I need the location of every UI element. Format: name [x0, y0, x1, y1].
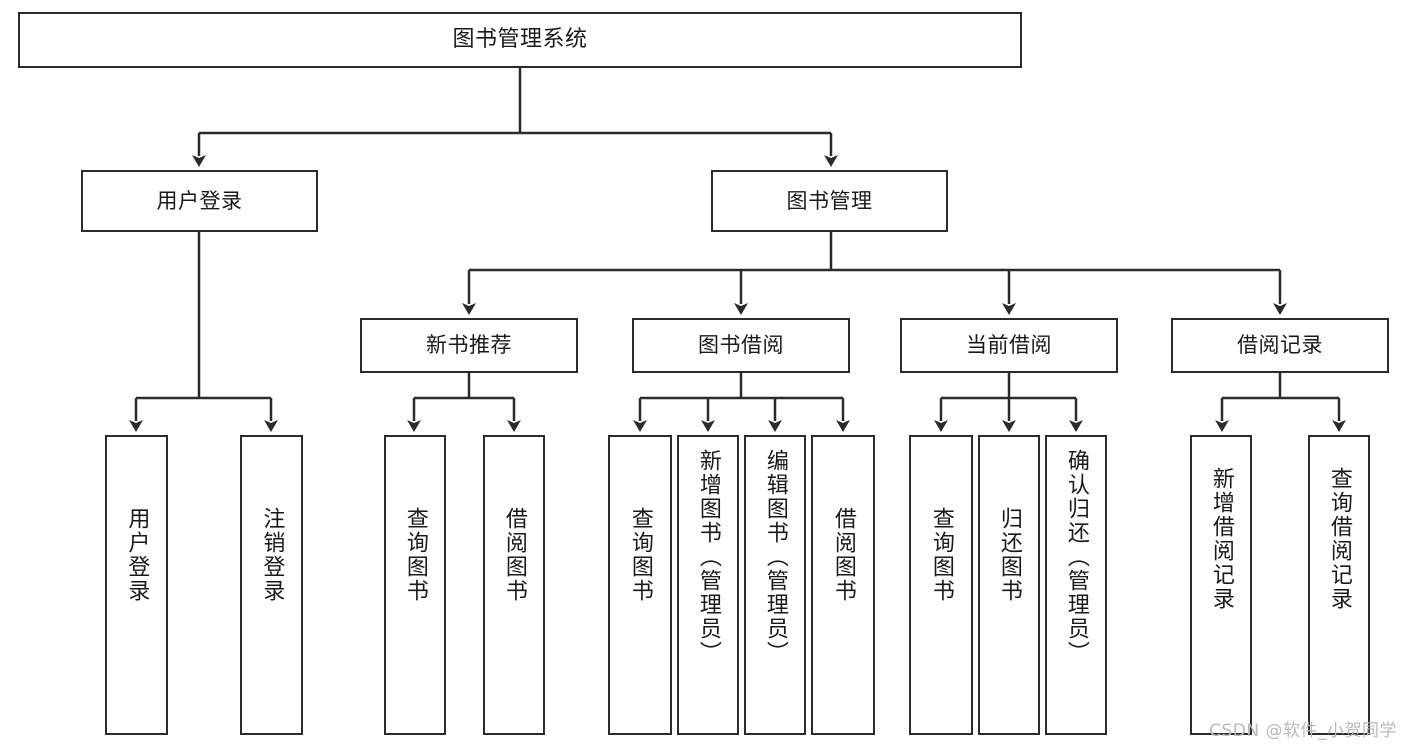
leaf-edit-book-admin[interactable]: 编辑图书（管理员） — [744, 435, 806, 735]
leaf-user-login[interactable]: 用户登录 — [105, 435, 168, 735]
node-user-login[interactable]: 用户登录 — [81, 170, 318, 232]
node-current-borrow[interactable]: 当前借阅 — [900, 318, 1118, 373]
node-label: 查询图书 — [402, 507, 428, 603]
node-book-borrow[interactable]: 图书借阅 — [632, 318, 850, 373]
node-root-system[interactable]: 图书管理系统 — [18, 12, 1022, 68]
csdn-watermark: CSDN @软件_小贺同学 — [1209, 721, 1397, 741]
leaf-add-book-admin[interactable]: 新增图书（管理员） — [677, 435, 739, 735]
node-borrow-record[interactable]: 借阅记录 — [1171, 318, 1389, 373]
node-label: 图书管理系统 — [452, 27, 588, 53]
node-label: 查询借阅记录 — [1326, 467, 1352, 611]
node-label: 确认归还（管理员） — [1063, 449, 1089, 665]
leaf-query-book-current[interactable]: 查询图书 — [909, 435, 973, 735]
leaf-query-book-recommend[interactable]: 查询图书 — [384, 435, 446, 735]
node-label: 借阅记录 — [1237, 333, 1323, 358]
node-label: 新书推荐 — [426, 333, 512, 358]
node-label: 图书管理 — [786, 188, 873, 213]
node-label: 新增借阅记录 — [1208, 467, 1234, 611]
node-label: 注销登录 — [259, 507, 285, 603]
node-label: 用户登录 — [124, 507, 150, 603]
node-label: 编辑图书（管理员） — [762, 449, 788, 665]
leaf-return-book[interactable]: 归还图书 — [978, 435, 1040, 735]
node-new-book-recommend[interactable]: 新书推荐 — [360, 318, 578, 373]
leaf-add-borrow-record[interactable]: 新增借阅记录 — [1190, 435, 1252, 735]
node-label: 借阅图书 — [501, 507, 527, 603]
node-label: 新增图书（管理员） — [695, 449, 721, 665]
node-label: 查询图书 — [627, 507, 653, 603]
leaf-query-book-borrow[interactable]: 查询图书 — [608, 435, 672, 735]
node-label: 当前借阅 — [966, 333, 1052, 358]
node-label: 图书借阅 — [698, 333, 784, 358]
node-label: 查询图书 — [928, 507, 954, 603]
leaf-borrow-book-borrow[interactable]: 借阅图书 — [811, 435, 875, 735]
leaf-confirm-return-admin[interactable]: 确认归还（管理员） — [1045, 435, 1107, 735]
leaf-query-borrow-record[interactable]: 查询借阅记录 — [1308, 435, 1370, 735]
node-book-management[interactable]: 图书管理 — [711, 170, 948, 232]
leaf-borrow-book-recommend[interactable]: 借阅图书 — [483, 435, 545, 735]
node-label: 归还图书 — [996, 507, 1022, 603]
node-label: 用户登录 — [156, 188, 243, 213]
node-label: 借阅图书 — [830, 507, 856, 603]
leaf-logout[interactable]: 注销登录 — [240, 435, 303, 735]
